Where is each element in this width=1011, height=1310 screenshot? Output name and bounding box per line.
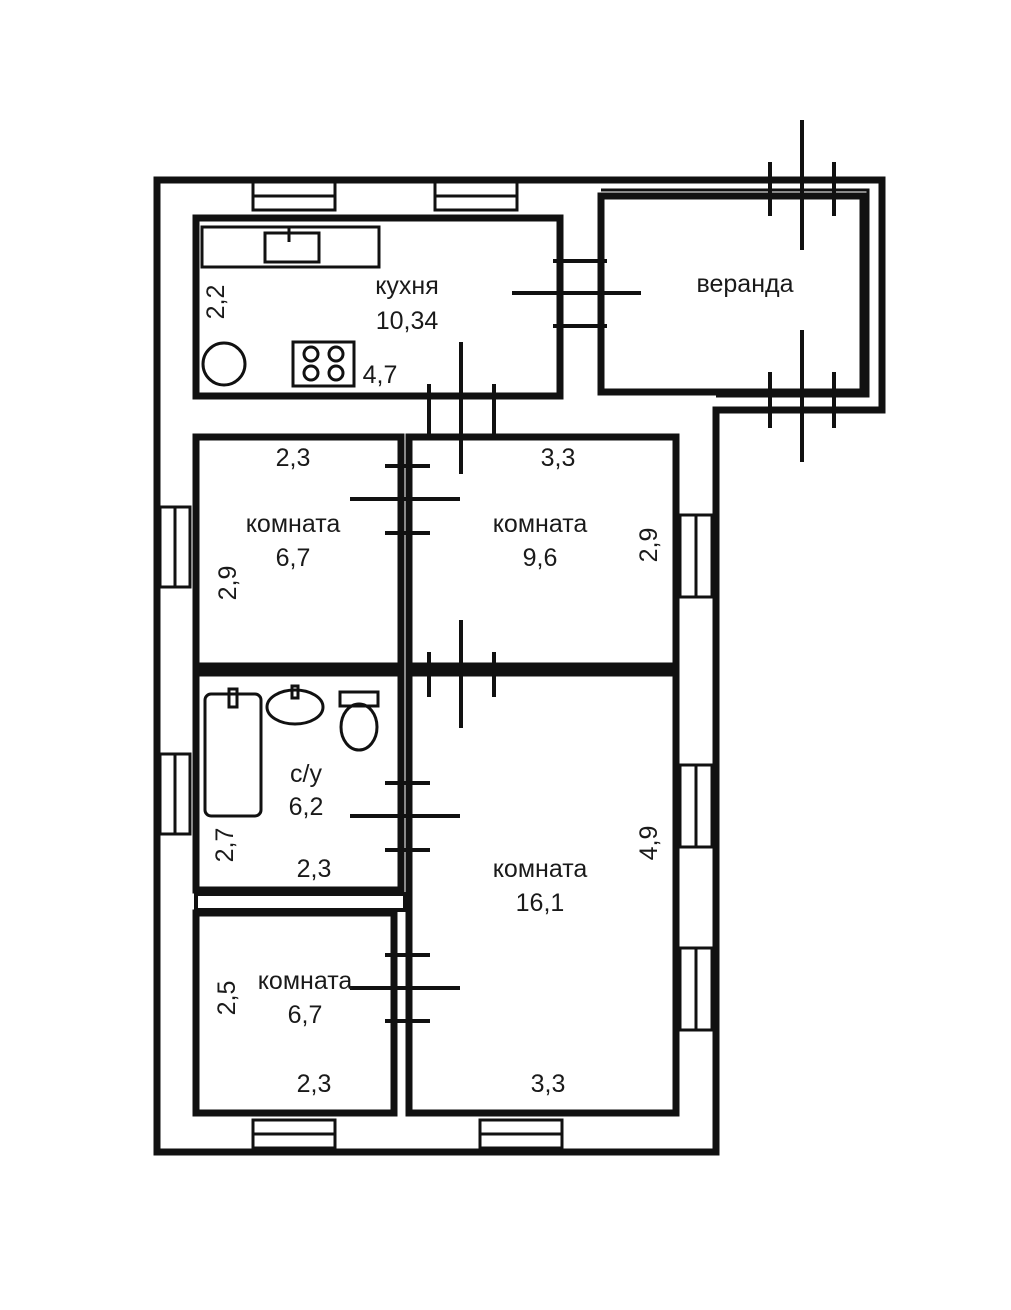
- window-bottom-1: [251, 1118, 337, 1150]
- room-d-name: комната: [258, 967, 353, 995]
- room-walls: [192, 192, 867, 1117]
- door-room-a-room-b: [350, 464, 460, 535]
- door-kitchen-veranda: [512, 259, 641, 328]
- partition-wall: [194, 892, 412, 912]
- toilet-icon: [339, 702, 379, 752]
- room-a-area: 6,7: [276, 544, 311, 572]
- window-left-1: [158, 505, 192, 589]
- kitchen-counter: [200, 225, 381, 269]
- room-a-width: 2,3: [276, 444, 311, 472]
- room-b-walls: [405, 433, 680, 670]
- room-b-height: 2,9: [635, 528, 663, 563]
- window-right-1: [678, 513, 714, 599]
- door-veranda-entrance-top: [768, 120, 836, 250]
- veranda-name: веранда: [696, 270, 793, 298]
- room-b-width: 3,3: [541, 444, 576, 472]
- room-b-area: 9,6: [523, 544, 558, 572]
- windows: [158, 180, 714, 1150]
- room-a-name: комната: [246, 510, 341, 538]
- window-right-3: [678, 946, 714, 1032]
- room-c-width: 3,3: [531, 1070, 566, 1098]
- room-a-walls: [192, 433, 405, 670]
- room-a-height: 2,9: [214, 566, 242, 601]
- door-veranda-entrance-bottom: [768, 330, 836, 462]
- outer-walls: [153, 176, 886, 1156]
- bathroom-name: с/у: [290, 760, 322, 788]
- room-c-name: комната: [493, 855, 588, 883]
- room-d-height: 2,5: [213, 981, 241, 1016]
- bathtub-tap: [227, 687, 239, 709]
- kitchen-fixtures: [200, 225, 381, 388]
- door-room-d-room-c: [350, 953, 460, 1023]
- window-bottom-2: [478, 1118, 564, 1150]
- partition-post: [403, 894, 412, 910]
- room-c-area: 16,1: [516, 889, 565, 917]
- room-b-name: комната: [493, 510, 588, 538]
- window-left-2: [158, 752, 192, 836]
- kitchen-walls: [192, 214, 564, 400]
- window-top-1: [251, 180, 337, 212]
- kitchen-area: 10,34: [376, 307, 439, 335]
- door-kitchen-room-b: [427, 342, 496, 474]
- washbasin-icon: [265, 688, 325, 726]
- room-d-walls: [192, 909, 398, 1117]
- kitchen-sink-icon: [263, 231, 321, 264]
- kitchen-width: 4,7: [363, 361, 398, 389]
- door-room-b-room-c: [427, 620, 496, 728]
- room-d-area: 6,7: [288, 1001, 323, 1029]
- door-bathroom-room-c: [350, 781, 460, 852]
- bathroom-fixtures: [203, 684, 380, 818]
- water-heater-icon: [201, 341, 247, 387]
- window-top-2: [433, 180, 519, 212]
- window-right-2: [678, 763, 714, 849]
- bathroom-area: 6,2: [289, 793, 324, 821]
- bathroom-width: 2,3: [297, 855, 332, 883]
- bathtub-icon: [203, 692, 263, 818]
- kitchen-height: 2,2: [202, 285, 230, 320]
- stove-icon: [291, 340, 356, 388]
- room-d-width: 2,3: [297, 1070, 332, 1098]
- room-c-height: 4,9: [635, 826, 663, 861]
- kitchen-name: кухня: [375, 272, 439, 300]
- toilet-tank: [338, 690, 380, 708]
- bathroom-height: 2,7: [211, 828, 239, 863]
- doors: [350, 120, 836, 1023]
